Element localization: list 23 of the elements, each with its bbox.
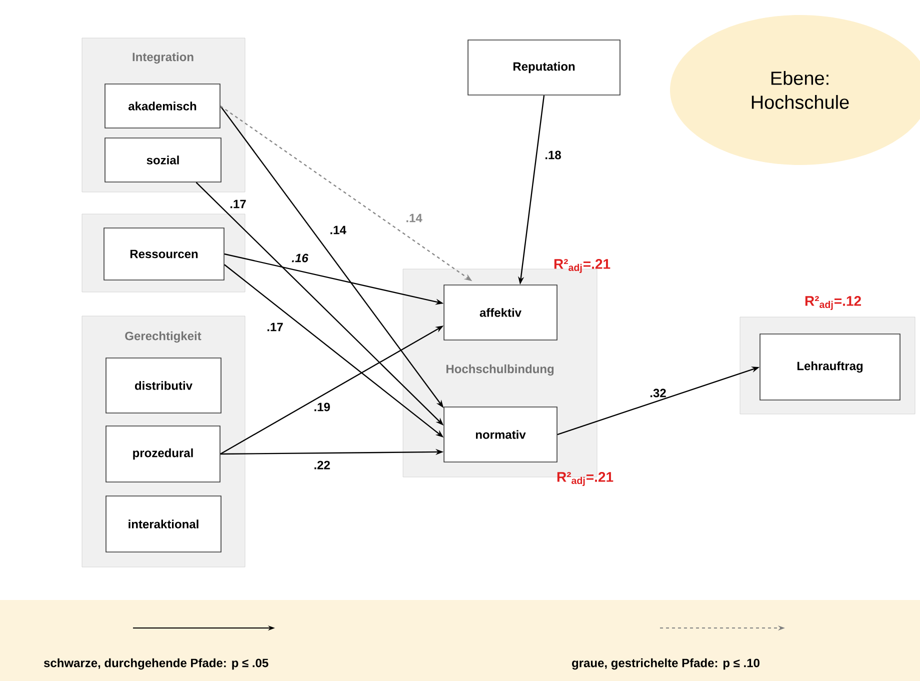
legend-text: schwarze, durchgehende Pfade: p ≤ .05 [44,658,268,670]
variable-box: distributiv [106,358,222,414]
variable-box: prozedural [106,426,220,482]
variable-box: Reputation [468,40,620,96]
variable-box: affektiv [444,284,558,340]
variable-box: Lehrauftrag [760,334,900,400]
edge-label: .32 [650,388,666,398]
variable-box: interaktional [106,496,222,552]
edge-label: .14 [330,226,346,234]
edge-label: .18 [545,150,561,160]
edge-label: .22 [314,460,330,470]
level-badge: Ebene: Hochschule [670,15,920,165]
edge-label: .17 [230,200,246,208]
variable-box: normativ [444,406,558,462]
edge-label: .16 [292,254,308,262]
r-squared-label: R²$_{adj}$=.12 [805,296,861,310]
edge-label: .17 [267,322,283,332]
variable-box: Ressourcen [104,228,224,280]
variable-box: akademisch [104,84,220,128]
variable-box: sozial [104,138,222,182]
edge-label: .19 [314,402,330,412]
edge-label: .14 [406,214,422,222]
legend-text: graue, gestrichelte Pfade: p ≤ .10 [572,658,760,670]
